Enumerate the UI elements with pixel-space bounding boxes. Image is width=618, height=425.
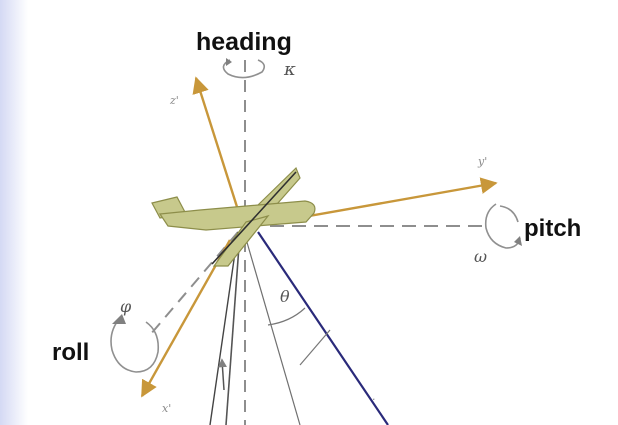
heading-rotation-icon [222,58,266,79]
kappa-symbol: κ [283,59,296,80]
omega-symbol: ω [474,247,487,266]
cross-line [299,329,331,366]
ray-center [225,231,241,425]
left-background-band [0,0,28,425]
phi-symbol: φ [120,297,132,316]
z-axis-label: z' [169,94,179,107]
ray-left-black [209,231,239,425]
x-axis-label: x' [162,402,171,415]
small-dot-mark: . [372,390,376,403]
heading-label: heading [196,28,292,56]
pitch-rotation-icon [484,203,522,249]
aircraft-icon [151,166,316,267]
theta-arc [267,307,306,326]
y-axis-label: y' [477,155,487,168]
scan-arrow [217,358,227,391]
roll-label: roll [52,339,89,366]
roll-rotation-icon [110,314,160,373]
theta-symbol: θ [280,287,290,306]
pitch-label: pitch [524,215,581,242]
z-axis-arrow [192,76,240,211]
diagonal-dashed-axis [149,231,239,336]
ray-blue [257,231,389,425]
ray-mid [243,231,301,425]
